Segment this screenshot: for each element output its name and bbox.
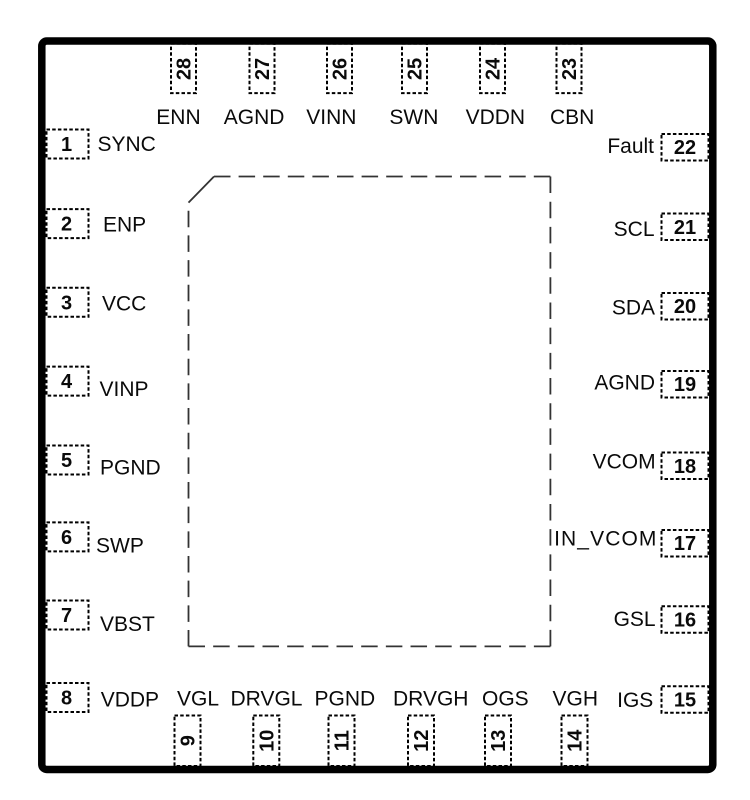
svg-text:26: 26 xyxy=(330,58,352,80)
svg-text:5: 5 xyxy=(61,450,72,472)
svg-text:10: 10 xyxy=(256,730,278,752)
svg-text:25: 25 xyxy=(405,58,427,80)
svg-text:13: 13 xyxy=(488,730,510,752)
svg-text:16: 16 xyxy=(674,610,696,632)
svg-text:17: 17 xyxy=(674,533,696,555)
svg-text:SWN: SWN xyxy=(389,106,438,129)
svg-text:ENP: ENP xyxy=(103,214,146,237)
svg-text:12: 12 xyxy=(411,730,433,752)
svg-text:IN_VCOM: IN_VCOM xyxy=(554,527,657,550)
svg-text:9: 9 xyxy=(178,735,200,746)
svg-text:VBST: VBST xyxy=(100,613,155,636)
svg-text:OGS: OGS xyxy=(482,688,529,711)
svg-text:Fault: Fault xyxy=(607,135,654,158)
svg-text:1: 1 xyxy=(61,134,72,156)
svg-text:CBN: CBN xyxy=(550,106,594,129)
svg-text:DRVGL: DRVGL xyxy=(231,688,303,711)
svg-text:4: 4 xyxy=(61,371,73,393)
svg-text:GSL: GSL xyxy=(614,608,656,631)
svg-text:14: 14 xyxy=(565,729,587,752)
svg-text:IGS: IGS xyxy=(617,689,653,712)
svg-text:24: 24 xyxy=(483,57,505,80)
svg-text:VGH: VGH xyxy=(553,688,599,711)
svg-text:8: 8 xyxy=(61,688,72,710)
svg-text:11: 11 xyxy=(332,730,354,751)
svg-text:VCC: VCC xyxy=(102,293,146,316)
svg-text:SYNC: SYNC xyxy=(98,133,156,156)
svg-text:6: 6 xyxy=(61,527,72,549)
svg-text:2: 2 xyxy=(61,214,72,236)
svg-text:15: 15 xyxy=(674,690,696,712)
svg-text:AGND: AGND xyxy=(224,106,285,129)
svg-text:20: 20 xyxy=(674,296,696,318)
svg-text:VDDP: VDDP xyxy=(101,688,159,711)
svg-text:VGL: VGL xyxy=(177,688,219,711)
svg-text:PGND: PGND xyxy=(100,457,161,480)
svg-text:18: 18 xyxy=(674,456,696,478)
svg-text:23: 23 xyxy=(559,58,581,80)
svg-text:SDA: SDA xyxy=(612,297,655,320)
svg-text:SCL: SCL xyxy=(614,218,655,241)
svg-text:DRVGH: DRVGH xyxy=(393,688,468,711)
svg-text:22: 22 xyxy=(674,137,696,159)
svg-text:VDDN: VDDN xyxy=(466,106,526,129)
svg-text:PGND: PGND xyxy=(315,688,376,711)
svg-text:SWP: SWP xyxy=(96,535,144,558)
svg-text:3: 3 xyxy=(61,292,72,314)
svg-text:VCOM: VCOM xyxy=(593,451,656,474)
svg-text:21: 21 xyxy=(674,217,696,239)
svg-text:27: 27 xyxy=(252,58,274,80)
svg-text:19: 19 xyxy=(674,374,696,396)
svg-text:VINP: VINP xyxy=(100,378,149,401)
svg-text:AGND: AGND xyxy=(594,371,655,394)
svg-text:7: 7 xyxy=(61,605,72,627)
svg-text:VINN: VINN xyxy=(306,106,356,129)
svg-text:28: 28 xyxy=(174,58,196,80)
svg-text:ENN: ENN xyxy=(156,106,200,129)
